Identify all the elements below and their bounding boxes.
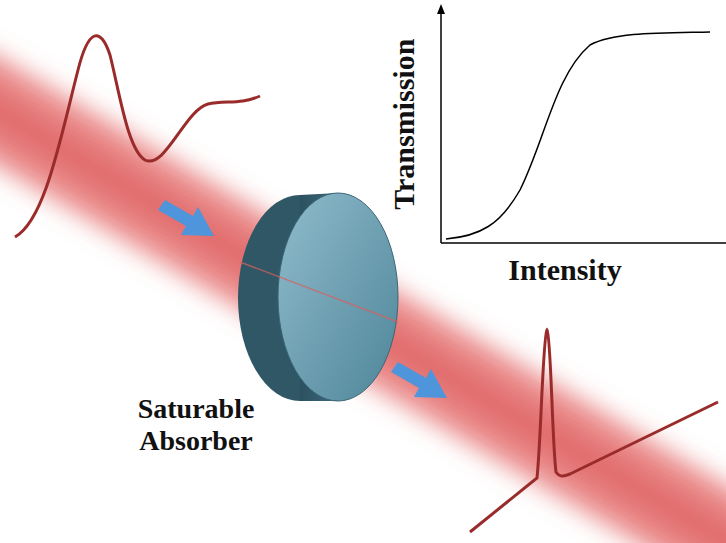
transmission-plot [437,4,726,243]
absorber-disk [238,193,398,401]
laser-beam [0,95,726,543]
input-pulse [15,36,260,237]
axis-label: Intensity [508,253,621,288]
direction-arrow [158,200,447,398]
output-pulse [470,330,718,532]
component-label: Saturable Absorber [109,393,284,457]
axis-label: Transmission [388,38,423,209]
